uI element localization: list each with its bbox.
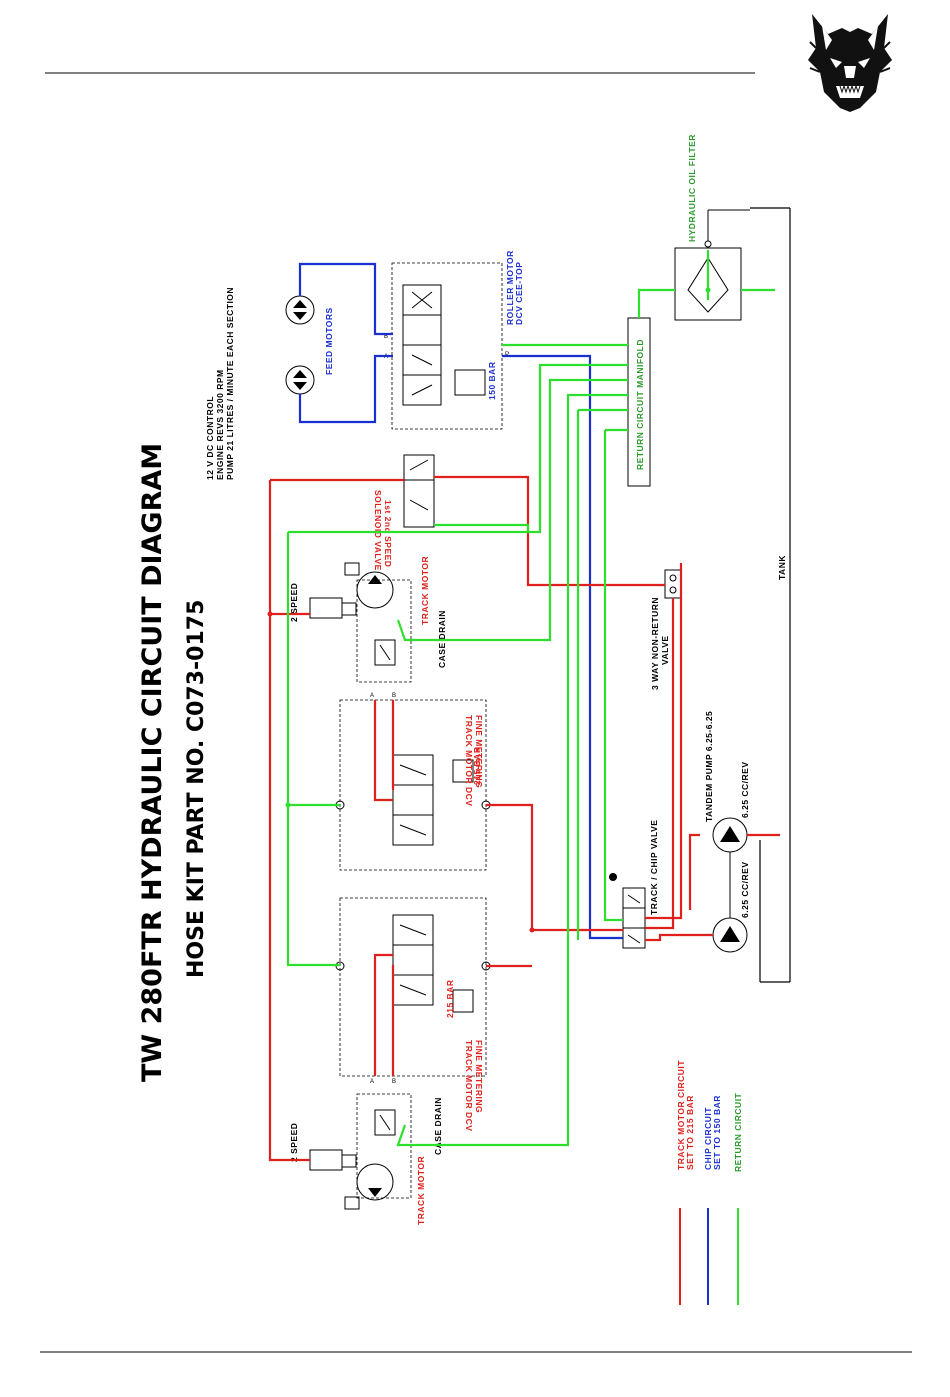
legend-track-line1: TRACK MOTOR CIRCUIT <box>676 1060 686 1170</box>
chip-circuit-lines <box>298 262 623 940</box>
legend-chip-line2: SET TO 150 BAR <box>712 1095 722 1170</box>
filter-label: HYDRAULIC OIL FILTER <box>687 134 697 242</box>
three-way-non-return-valve: 3 WAY NON-RETURN VALVE <box>650 569 682 690</box>
feed-motors-label: FEED MOTORS <box>324 307 334 375</box>
relief-top-label: 215 BAR <box>472 747 482 785</box>
engine-note-2: ENGINE REVS 3200 RPM <box>215 369 225 480</box>
diagram-title: TW 280FTR HYDRAULIC CIRCUIT DIAGRAM <box>137 443 168 1082</box>
legend-chip-line1: CHIP CIRCUIT <box>703 1107 713 1170</box>
wolf-head-logo <box>808 14 892 112</box>
roller-relief-label: 150 BAR <box>487 362 497 400</box>
tandem-pump-label: TANDEM PUMP 6.25-6.25 <box>704 711 714 822</box>
tank: TANK <box>750 207 791 983</box>
case-drain-bottom-label: CASE DRAIN <box>433 1097 443 1155</box>
fine-metering-top-2: TRACK MOTOR DCV <box>464 715 474 806</box>
roller-motor-label-2: DCV CEE-TOP <box>514 262 524 325</box>
speed-solenoid-valve: 1st 2nd SPEED SOLENOID VALVE <box>373 454 435 571</box>
legend-return-line1: RETURN CIRCUIT <box>733 1092 743 1172</box>
track-motor-assembly-bottom: TRACK MOTOR CASE DRAIN 2 SPEED A B <box>289 1079 443 1225</box>
relief-bottom-label: 215 BAR <box>445 980 455 1018</box>
pump-a-label: 6.25 CC/REV <box>740 761 750 818</box>
track-motor-bottom-label: TRACK MOTOR <box>416 1156 426 1225</box>
junction-dots <box>267 287 711 933</box>
legend: TRACK MOTOR CIRCUIT SET TO 215 BAR CHIP … <box>676 1060 743 1305</box>
two-speed-bottom-label: 2 SPEED <box>289 1123 299 1162</box>
non-return-label-2: VALVE <box>660 635 670 665</box>
fine-metering-bottom-1: FINE METERING <box>474 1040 484 1113</box>
fine-metering-dcv-bottom: FINE METERING TRACK MOTOR DCV 215 BAR <box>335 897 491 1131</box>
engine-note-3: PUMP 21 LITRES / MINUTE EACH SECTION <box>225 287 235 480</box>
fine-metering-dcv-top: FINE METERING TRACK MOTOR DCV 215 BAR <box>335 699 491 871</box>
tandem-pump: TANDEM PUMP 6.25-6.25 6.25 CC/REV 6.25 C… <box>704 711 750 953</box>
roller-motor-label-1: ROLLER MOTOR <box>505 250 515 325</box>
track-motor-top-label: TRACK MOTOR <box>420 556 430 625</box>
two-speed-top-label: 2 SPEED <box>289 583 299 622</box>
track-motor-assembly-top: TRACK MOTOR CASE DRAIN 2 SPEED A B <box>289 556 447 699</box>
tank-label: TANK <box>777 555 787 580</box>
bottom-motor-port-a: A <box>370 1079 374 1085</box>
hose-kit-subtitle: HOSE KIT PART NO. C073-0175 <box>184 600 209 978</box>
pump-b-label: 6.25 CC/REV <box>740 861 750 918</box>
track-chip-valve-label: TRACK / CHIP VALVE <box>649 820 659 915</box>
roller-motor-dcv: 150 BAR ROLLER MOTOR DCV CEE-TOP A B P <box>384 250 524 430</box>
bottom-motor-port-b: B <box>392 1079 396 1085</box>
hydraulic-oil-filter: HYDRAULIC OIL FILTER <box>674 134 750 321</box>
engine-note-1: 12 V DC CONTROL <box>205 396 215 480</box>
roller-port-b: B <box>384 334 388 340</box>
fine-metering-bottom-2: TRACK MOTOR DCV <box>464 1040 474 1131</box>
solenoid-label-2: SOLENOID VALVE <box>373 490 383 571</box>
non-return-label-1: 3 WAY NON-RETURN <box>650 597 660 690</box>
solenoid-label-1: 1st 2nd SPEED <box>383 500 393 567</box>
fine-metering-top-1: FINE METERING <box>474 715 484 788</box>
legend-track-line2: SET TO 215 BAR <box>685 1095 695 1170</box>
feed-motors: FEED MOTORS <box>285 295 334 395</box>
return-circuit-lines <box>286 250 775 1147</box>
top-motor-port-a: A <box>370 693 374 699</box>
top-motor-port-b: B <box>392 693 396 699</box>
manifold-label: RETURN CIRCUIT MANIFOLD <box>635 339 645 470</box>
